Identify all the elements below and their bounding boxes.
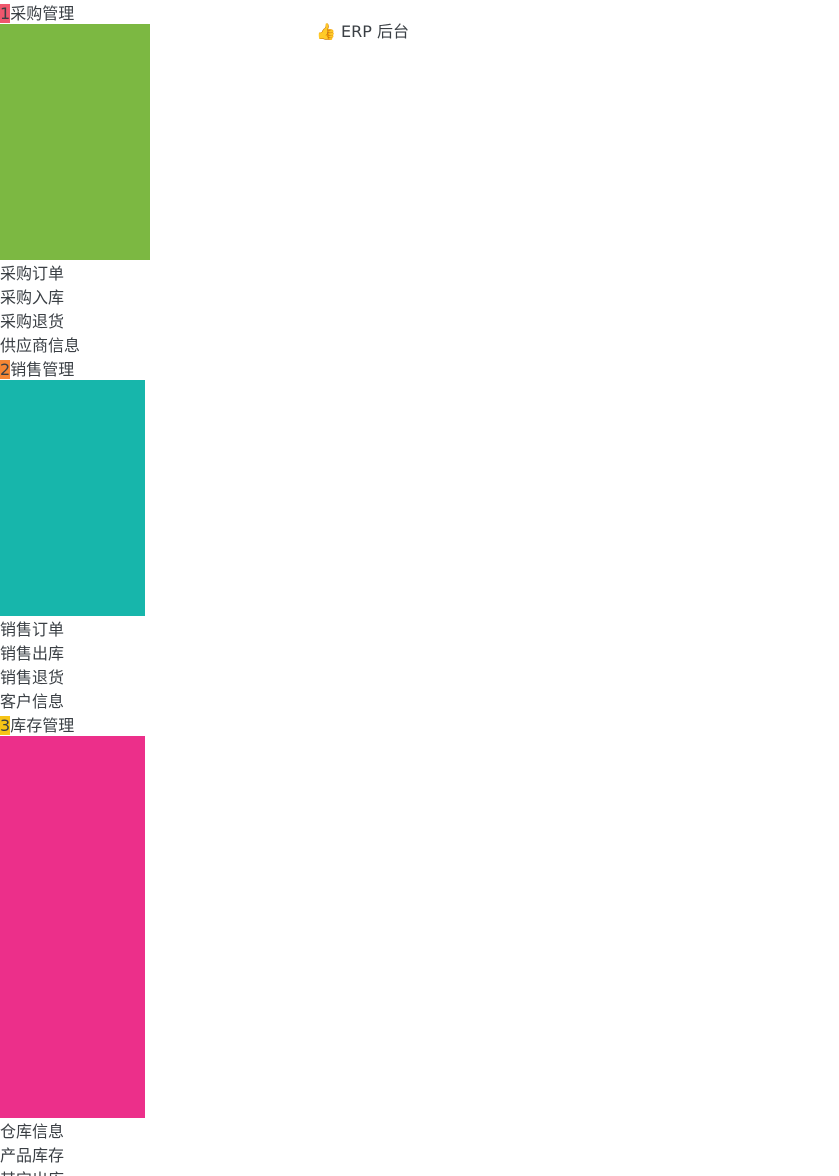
leaf-item-label: 采购订单: [0, 264, 65, 283]
leaf-item-label: 销售退货: [0, 668, 65, 687]
column-badge-3: 3: [0, 716, 11, 735]
leaf-spine-1: [0, 24, 150, 260]
leaf-item-label: 供应商信息: [0, 336, 81, 355]
leaf-list-2: 销售订单销售出库销售退货客户信息: [0, 380, 145, 712]
column-badge-2: 2: [0, 360, 11, 379]
leaf-item[interactable]: 销售退货: [0, 664, 145, 688]
leaf-item-label: 采购入库: [0, 288, 65, 307]
root-node-card[interactable]: 👍 ERP 后台: [316, 18, 523, 80]
leaf-item-label: 其它出库: [0, 1170, 64, 1176]
leaf-item-label: 产品库存: [0, 1146, 65, 1165]
leaf-item[interactable]: 采购入库: [0, 284, 150, 308]
leaf-item[interactable]: 仓库信息: [0, 1118, 145, 1142]
leaf-list-3: 仓库信息产品库存其它出库其它入库库存调拨库存盘点出库库明细: [0, 736, 145, 1176]
column-title-2: 销售管理: [10, 360, 75, 379]
column-库存管理: 3库存管理仓库信息产品库存其它出库其它入库库存调拨库存盘点出库库明细: [0, 712, 145, 1176]
leaf-spine-2: [0, 380, 145, 616]
column-badge-1: 1: [0, 4, 11, 23]
column-title-3: 库存管理: [10, 716, 75, 735]
column-title-1: 采购管理: [10, 4, 75, 23]
leaf-list-1: 采购订单采购入库采购退货供应商信息: [0, 24, 150, 356]
leaf-spine-3: [0, 736, 145, 1118]
column-header-3[interactable]: 3库存管理: [0, 712, 145, 736]
leaf-item[interactable]: 销售订单: [0, 616, 145, 640]
column-header-1[interactable]: 1采购管理: [0, 0, 150, 24]
leaf-item-label: 销售订单: [0, 620, 65, 639]
column-销售管理: 2销售管理销售订单销售出库销售退货客户信息: [0, 356, 145, 712]
leaf-item[interactable]: 采购订单: [0, 260, 150, 284]
leaf-item[interactable]: 客户信息: [0, 688, 145, 712]
column-采购管理: 1采购管理采购订单采购入库采购退货供应商信息: [0, 0, 150, 356]
leaf-item[interactable]: 销售出库: [0, 640, 145, 664]
leaf-item[interactable]: 其它出库: [0, 1166, 145, 1176]
root-node-title: ERP 后台: [341, 22, 409, 41]
leaf-item-label: 采购退货: [0, 312, 65, 331]
leaf-item-label: 客户信息: [0, 692, 65, 711]
leaf-item[interactable]: 采购退货: [0, 308, 150, 332]
leaf-item-label: 销售出库: [0, 644, 65, 663]
leaf-item-label: 仓库信息: [0, 1122, 65, 1141]
column-header-2[interactable]: 2销售管理: [0, 356, 145, 380]
leaf-item[interactable]: 产品库存: [0, 1142, 145, 1166]
thumbs-up-icon: 👍: [316, 22, 336, 41]
leaf-item[interactable]: 供应商信息: [0, 332, 150, 356]
